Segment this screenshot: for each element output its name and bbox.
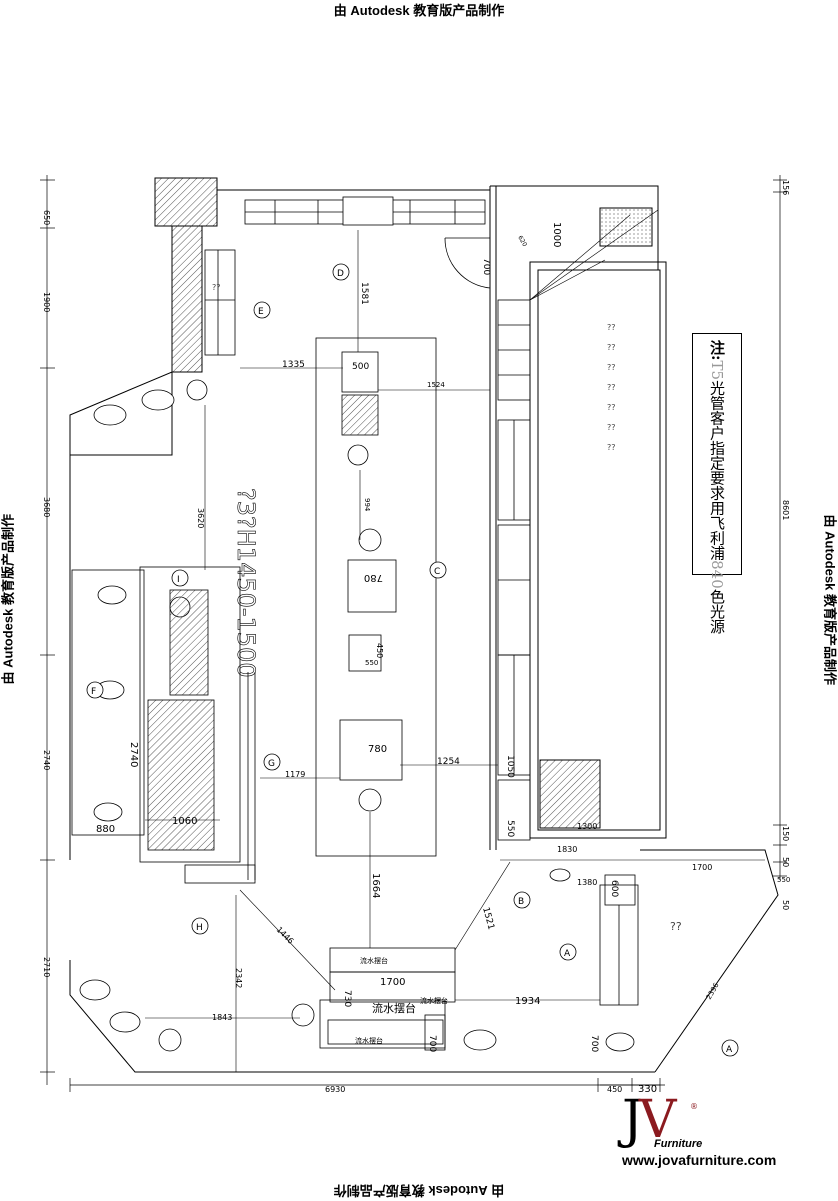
qm-1: ?? (607, 323, 616, 332)
marker-g: G (268, 759, 275, 769)
dim-700c: 700 (589, 1035, 599, 1052)
dim-550b: 550 (505, 820, 515, 837)
dim-1521: 1521 (480, 906, 496, 931)
dimension-lines (40, 175, 787, 1092)
marker-h: H (196, 923, 203, 933)
counter-label-main: 流水摆台 (372, 1001, 416, 1015)
marker-e: E (258, 307, 264, 317)
dim-780a: 780 (364, 572, 383, 583)
logo-registered: ® (690, 1102, 698, 1111)
dim-1179: 1179 (285, 770, 305, 779)
marker-f: F (91, 687, 96, 697)
dim-1000: 1000 (551, 222, 562, 247)
dim-1843: 1843 (212, 1013, 232, 1022)
marker-d: D (337, 269, 344, 279)
dim-1060: 1060 (172, 816, 197, 827)
dim-1830: 1830 (557, 845, 577, 854)
dim-bottom-6930: 6930 (325, 1085, 345, 1094)
note-segment-end: 色光源 (708, 589, 726, 634)
qm-6: ?? (607, 423, 616, 432)
marker-b: B (518, 897, 524, 907)
qm-3: ?? (607, 363, 616, 372)
qm-8: ?? (212, 283, 221, 292)
qm-9: ?? (670, 920, 682, 933)
logo-url: www.jovafurniture.com (622, 1152, 776, 1168)
dim-700-door: 700 (481, 258, 491, 275)
dim-620: 620 (516, 235, 528, 249)
dim-1664: 1664 (370, 873, 381, 898)
jova-logo: JV ® Furniture www.jovafurniture.com (620, 1096, 820, 1176)
dim-left-1900: 1900 (42, 292, 51, 312)
dim-1524: 1524 (427, 381, 445, 389)
counter-label-bottom: 流水摆台 (355, 1036, 383, 1045)
marker-c: C (434, 567, 440, 577)
dim-1700a: 1700 (692, 863, 712, 872)
dim-right-50a: 50 (781, 857, 790, 867)
dim-1335: 1335 (282, 360, 305, 370)
qm-2: ?? (607, 343, 616, 352)
dim-600: 600 (609, 880, 619, 897)
dim-right-8601: 8601 (781, 500, 790, 520)
dim-1380: 1380 (577, 878, 597, 887)
light-source-note: 注:T5光管客户指定要求用飞利浦840色光源 (692, 333, 742, 575)
dim-left-2710: 2710 (42, 957, 51, 977)
dim-450: 450 (375, 643, 384, 658)
dim-1934: 1934 (515, 996, 540, 1007)
dim-1254: 1254 (437, 757, 460, 767)
marker-a: A (564, 949, 571, 959)
marker-a2: A (726, 1045, 733, 1055)
dim-500: 500 (352, 362, 369, 372)
dim-bottom-450: 450 (607, 1085, 622, 1094)
dim-left-3620: 3620 (196, 508, 205, 528)
dim-2740: 2740 (128, 742, 139, 767)
dim-994: 994 (363, 498, 371, 512)
dim-1700b: 1700 (380, 977, 405, 988)
dim-730: 730 (342, 990, 352, 1007)
note-segment-t5: T5 (708, 361, 726, 381)
dim-left-3680: 3680 (42, 497, 51, 517)
top-display-shelf (245, 197, 490, 288)
dim-left-2740: 2740 (42, 750, 51, 770)
left-island (72, 567, 255, 883)
dim-right-150: 150 (781, 826, 790, 841)
dim-2342: 2342 (234, 968, 243, 988)
qm-4: ?? (607, 383, 616, 392)
dim-880: 880 (96, 824, 115, 835)
dim-left-650: 650 (42, 210, 51, 225)
dim-1050: 1050 (505, 755, 515, 778)
qm-7: ?? (607, 443, 616, 452)
note-segment-main: 光管客户指定要求用飞利浦 (708, 380, 726, 560)
counter-label-top: 流水摆台 (360, 956, 388, 965)
note-text: 注:T5光管客户指定要求用飞利浦840色光源 (693, 340, 741, 634)
dim-700b: 700 (427, 1035, 437, 1052)
counter-label-right: 流水摆台 (420, 996, 448, 1005)
dim-1446: 1446 (275, 925, 296, 946)
dim-550c: 550 (777, 876, 790, 884)
dim-right-156: 156 (781, 180, 790, 195)
dim-2396: 2396 (705, 981, 721, 1001)
marker-i: I (177, 575, 180, 585)
note-segment-840: 840 (708, 560, 726, 589)
light-question-marks: ?? ?? ?? ?? ?? ?? ?? ?? ?? (212, 283, 682, 933)
logo-j: J (622, 1090, 639, 1150)
note-prefix: 注: (708, 340, 726, 361)
dim-780b: 780 (368, 744, 387, 755)
height-label: ?3?H1450-1500 (232, 488, 260, 678)
dim-1300: 1300 (577, 822, 597, 831)
dim-right-50b: 50 (781, 900, 790, 910)
logo-brand-text: Furniture (654, 1138, 702, 1150)
dim-550a: 550 (365, 659, 378, 667)
dim-1581: 1581 (359, 282, 369, 305)
dims-right: 156 8601 150 50 50 (781, 180, 790, 910)
dims-bottom: 6930 450 330 (325, 1084, 657, 1095)
left-wall-shelf (205, 250, 235, 355)
counter-labels: 流水摆台 流水摆台 流水摆台 流水摆台 (355, 956, 448, 1045)
qm-5: ?? (607, 403, 616, 412)
